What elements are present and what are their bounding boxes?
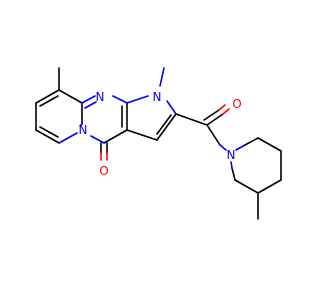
bond-c2-carbonyl — [175, 113, 208, 126]
bond-ring-c-4 — [126, 95, 149, 104]
bond-pip-5 — [234, 179, 259, 194]
bond-pip-6-blue — [230, 161, 233, 169]
bond-pip-1b — [244, 137, 259, 146]
bonds — [35, 67, 282, 220]
atom-labels: N N N N O O — [79, 90, 242, 178]
atom-n-bridge: N — [79, 123, 88, 137]
bond-ring-c-1 — [126, 129, 158, 141]
bond-ring-a-3 — [35, 129, 60, 144]
bond-pip-6 — [231, 167, 236, 181]
bond-carbonyl-to-n-blue — [219, 144, 227, 151]
atom-n-piperidine: N — [227, 148, 236, 162]
bond-carbonyl-up-1-o — [222, 108, 230, 115]
bond-carbonyl-up-2-o — [218, 104, 226, 111]
bond-ring-b-6 — [79, 123, 83, 127]
bond-ring-c-3 — [166, 100, 177, 115]
molecule-structure: N N N N O O — [35, 67, 282, 220]
bond-ring-a-5 — [58, 89, 83, 104]
bond-ring-a-1-inner — [39, 95, 59, 107]
atom-o-amide: O — [232, 97, 241, 111]
bond-ring-b-4 — [103, 129, 128, 144]
bond-ring-b-1-double — [84, 101, 97, 109]
bond-ring-a-3-inner — [39, 126, 59, 138]
bond-ring-c-2-inner — [156, 114, 172, 135]
bond-pip-2 — [257, 137, 282, 152]
atom-o-ketone: O — [99, 164, 108, 178]
bond-pip-4 — [257, 179, 282, 194]
bond-pip-1 — [235, 144, 246, 151]
bond-carbonyl-up-2 — [203, 109, 220, 121]
bond-ring-a-1 — [35, 89, 60, 104]
bond-ring-b-1 — [81, 95, 96, 104]
bond-n-methyl — [159, 67, 165, 87]
bond-ring-c-2 — [156, 113, 177, 141]
bond-ring-b-5 — [90, 135, 105, 144]
bond-carbonyl-up-1 — [206, 113, 224, 126]
bond-ring-a-4 — [58, 132, 78, 144]
bond-carbonyl-to-n — [206, 124, 221, 146]
atom-n-pyrrole: N — [153, 90, 162, 104]
atom-n-pyrimidine: N — [96, 90, 105, 104]
bond-ring-b-2 — [112, 95, 128, 104]
